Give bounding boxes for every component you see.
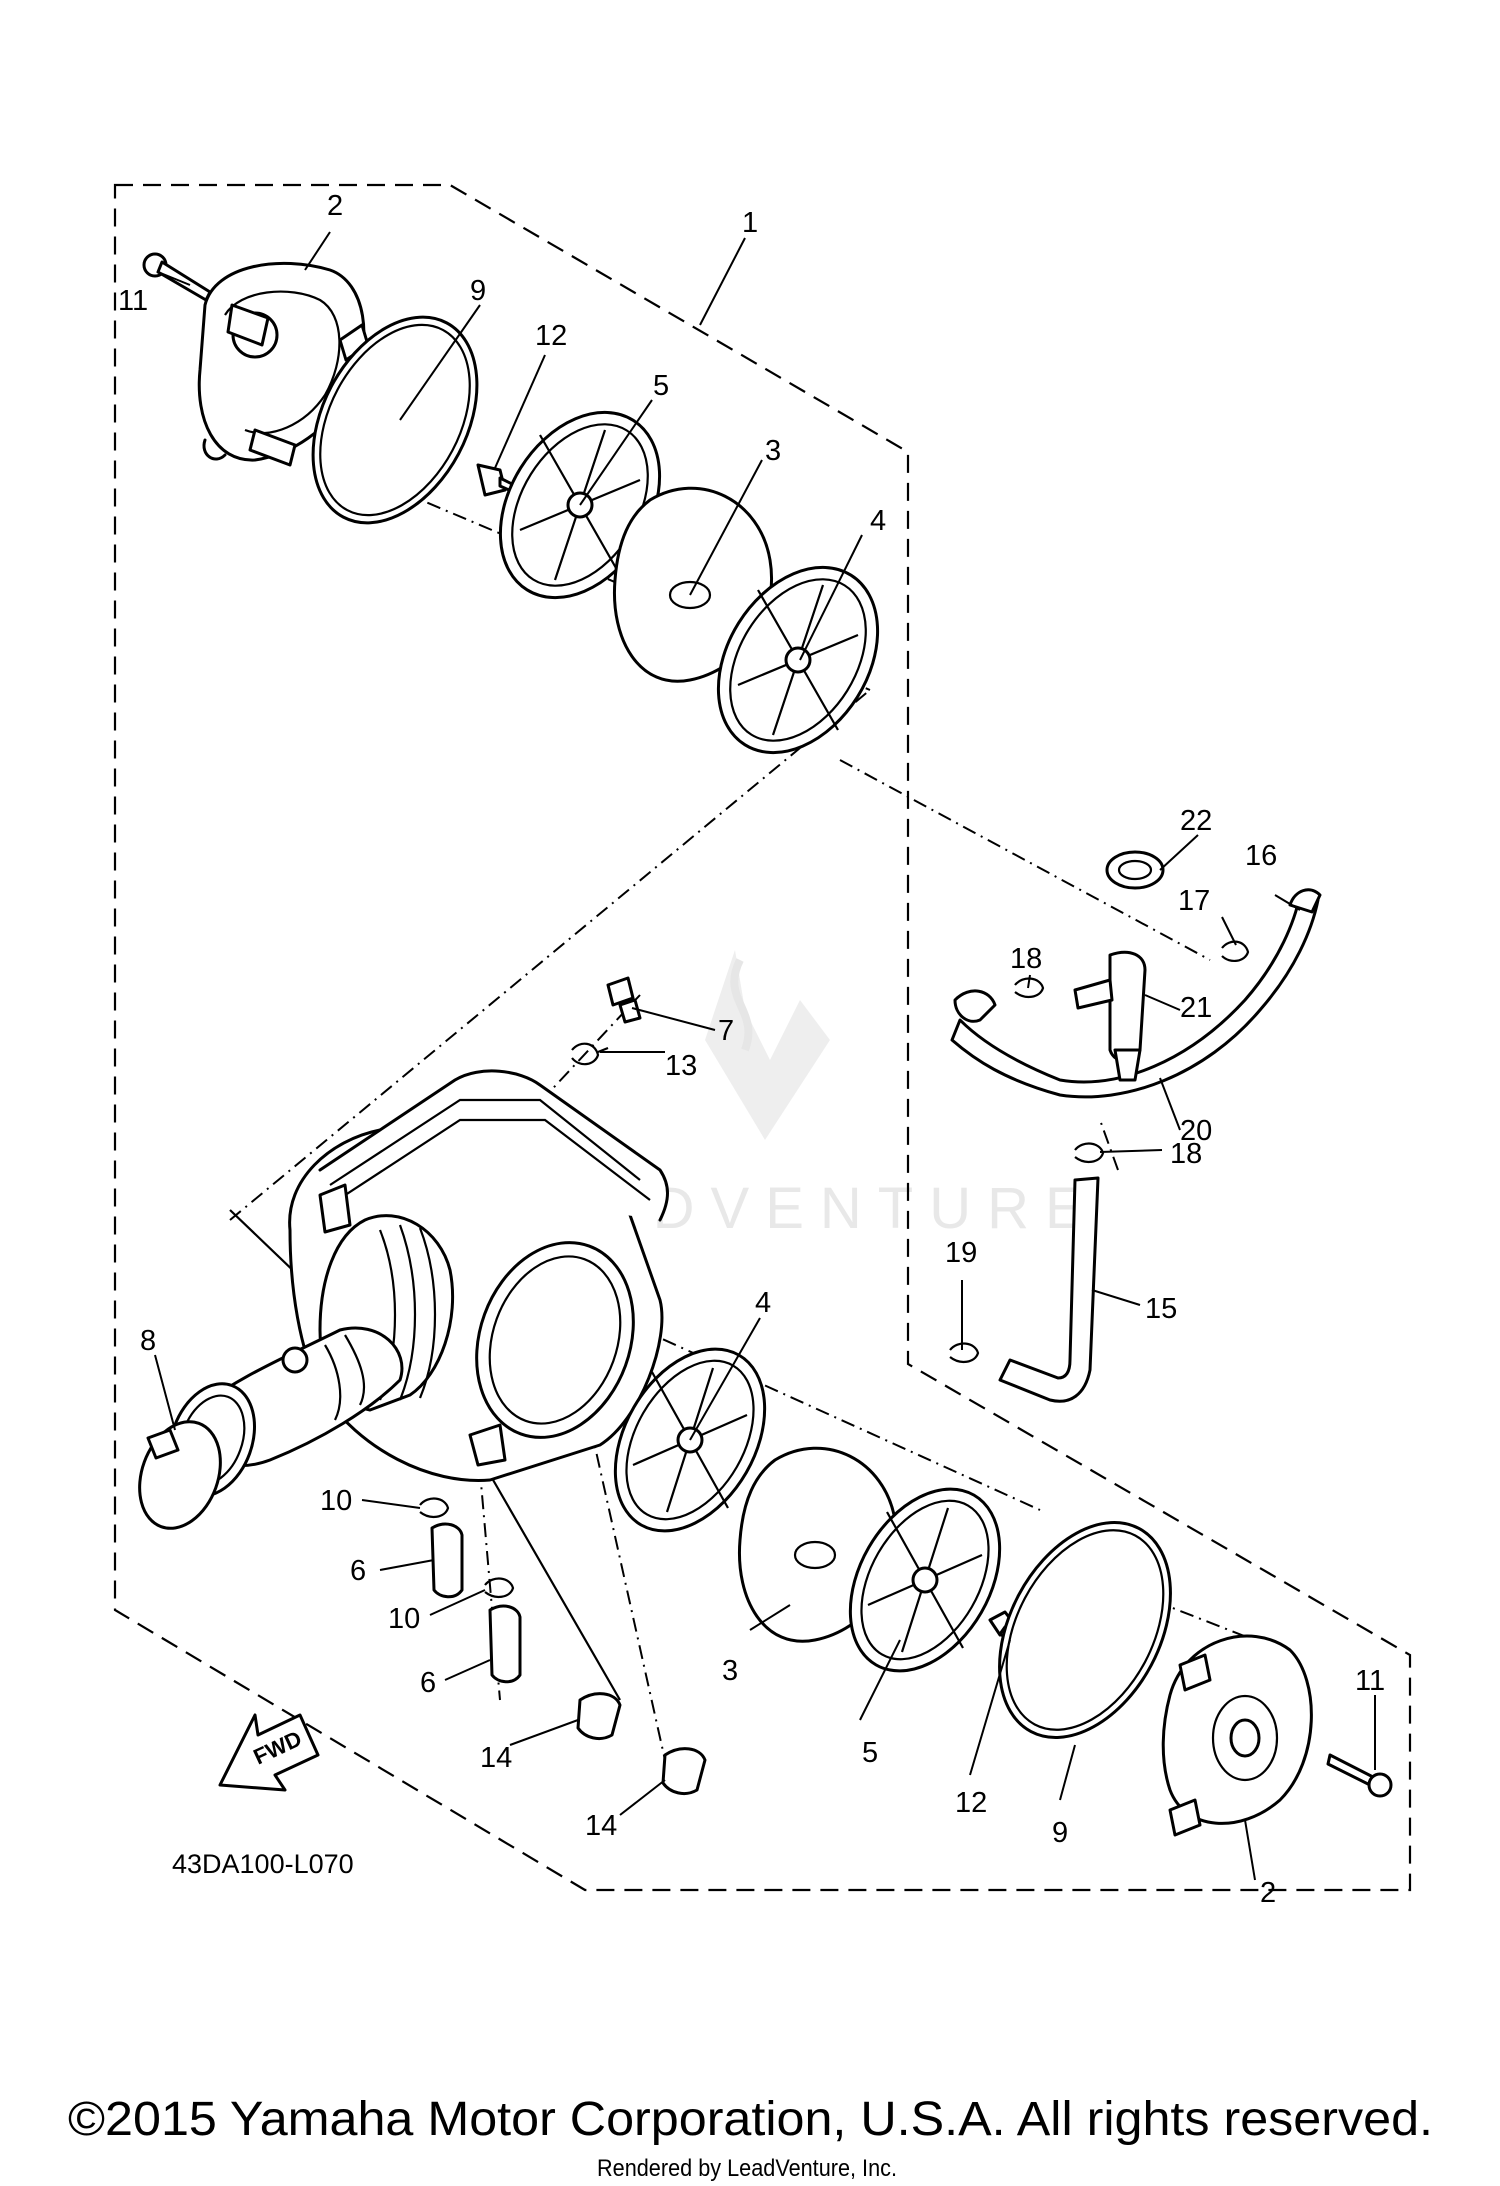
hose-joint <box>606 976 642 1024</box>
label-18-b: 18 <box>1170 1138 1202 1170</box>
label-3-top: 3 <box>765 435 781 467</box>
drain-hose-15 <box>998 1176 1100 1403</box>
label-14-b: 14 <box>585 1810 617 1842</box>
label-10-b: 10 <box>388 1603 420 1635</box>
label-13: 13 <box>665 1050 697 1082</box>
o-ring-bottom-inner <box>1005 1529 1165 1731</box>
clip-18-b <box>1074 1142 1105 1163</box>
alignment-line-top <box>349 469 871 691</box>
assembly-boundary <box>113 183 1412 1892</box>
drain-cap-b <box>661 1747 707 1795</box>
label-7: 7 <box>718 1015 734 1047</box>
drain-plug-a <box>430 1522 464 1599</box>
element-holder-top-right <box>716 565 880 755</box>
leader-lines <box>154 231 1376 1881</box>
label-2-bot: 2 <box>1260 1877 1276 1909</box>
clip-13 <box>571 1042 609 1066</box>
label-11-top: 11 <box>118 285 148 317</box>
clip-18-a <box>1014 977 1045 998</box>
case-cover-bottom <box>1161 1634 1313 1837</box>
drain-clip-a <box>419 1497 450 1518</box>
o-ring-top-inner <box>319 323 471 517</box>
screw-top <box>142 252 212 302</box>
screw-bottom <box>1326 1753 1393 1798</box>
o-ring-bottom <box>998 1521 1172 1739</box>
label-4-bot: 4 <box>755 1287 771 1319</box>
label-5-top: 5 <box>653 370 669 402</box>
label-9-top: 9 <box>470 275 486 307</box>
hose-16 <box>1288 888 1322 914</box>
label-19: 19 <box>945 1237 977 1269</box>
label-22: 22 <box>1180 805 1212 837</box>
label-6-b: 6 <box>420 1667 436 1699</box>
label-12-bot: 12 <box>955 1787 987 1819</box>
breather-valve-21 <box>1073 950 1147 1082</box>
label-20: 20 <box>1180 1115 1212 1147</box>
diagram-code: 43DA100-L070 <box>172 1849 354 1879</box>
label-3-bot: 3 <box>722 1655 738 1687</box>
clip-17 <box>1221 940 1250 962</box>
clip-19 <box>949 1342 980 1363</box>
label-14-a: 14 <box>480 1742 512 1774</box>
holder-22 <box>1105 850 1165 890</box>
label-10-a: 10 <box>320 1485 352 1517</box>
alignment-line-drain-2 <box>559 1289 666 1761</box>
label-4-top: 4 <box>870 505 886 537</box>
drain-clip-b <box>484 1577 515 1598</box>
label-8: 8 <box>140 1325 156 1357</box>
fwd-arrow: FWD <box>218 1713 320 1792</box>
alignment-line-hose <box>1099 1119 1119 1171</box>
label-18-a: 18 <box>1010 943 1042 975</box>
label-1: 1 <box>742 207 758 239</box>
drain-plug-b <box>488 1604 522 1684</box>
inlet-joint <box>138 1326 404 1530</box>
element-holder-bottom-right <box>848 1487 1002 1673</box>
alignment-line-side <box>229 689 871 1221</box>
label-5-bot: 5 <box>862 1737 878 1769</box>
label-16: 16 <box>1245 840 1277 872</box>
drain-cap-a <box>576 1692 622 1740</box>
part-labels: 1 2 3 4 5 7 8 9 11 12 13 16 17 18 18 19 … <box>118 190 1385 1909</box>
label-15: 15 <box>1145 1293 1177 1325</box>
label-11-bot: 11 <box>1355 1665 1385 1697</box>
label-6-a: 6 <box>350 1555 366 1587</box>
label-9-bot: 9 <box>1052 1817 1068 1849</box>
label-17: 17 <box>1178 885 1210 917</box>
label-2-top: 2 <box>327 190 343 222</box>
copyright-notice: ©2015 Yamaha Motor Corporation, U.S.A. A… <box>68 2093 1433 2146</box>
rendered-by-note: Rendered by LeadVenture, Inc. <box>597 2155 897 2182</box>
label-21: 21 <box>1180 992 1212 1024</box>
label-12-top: 12 <box>535 320 567 352</box>
